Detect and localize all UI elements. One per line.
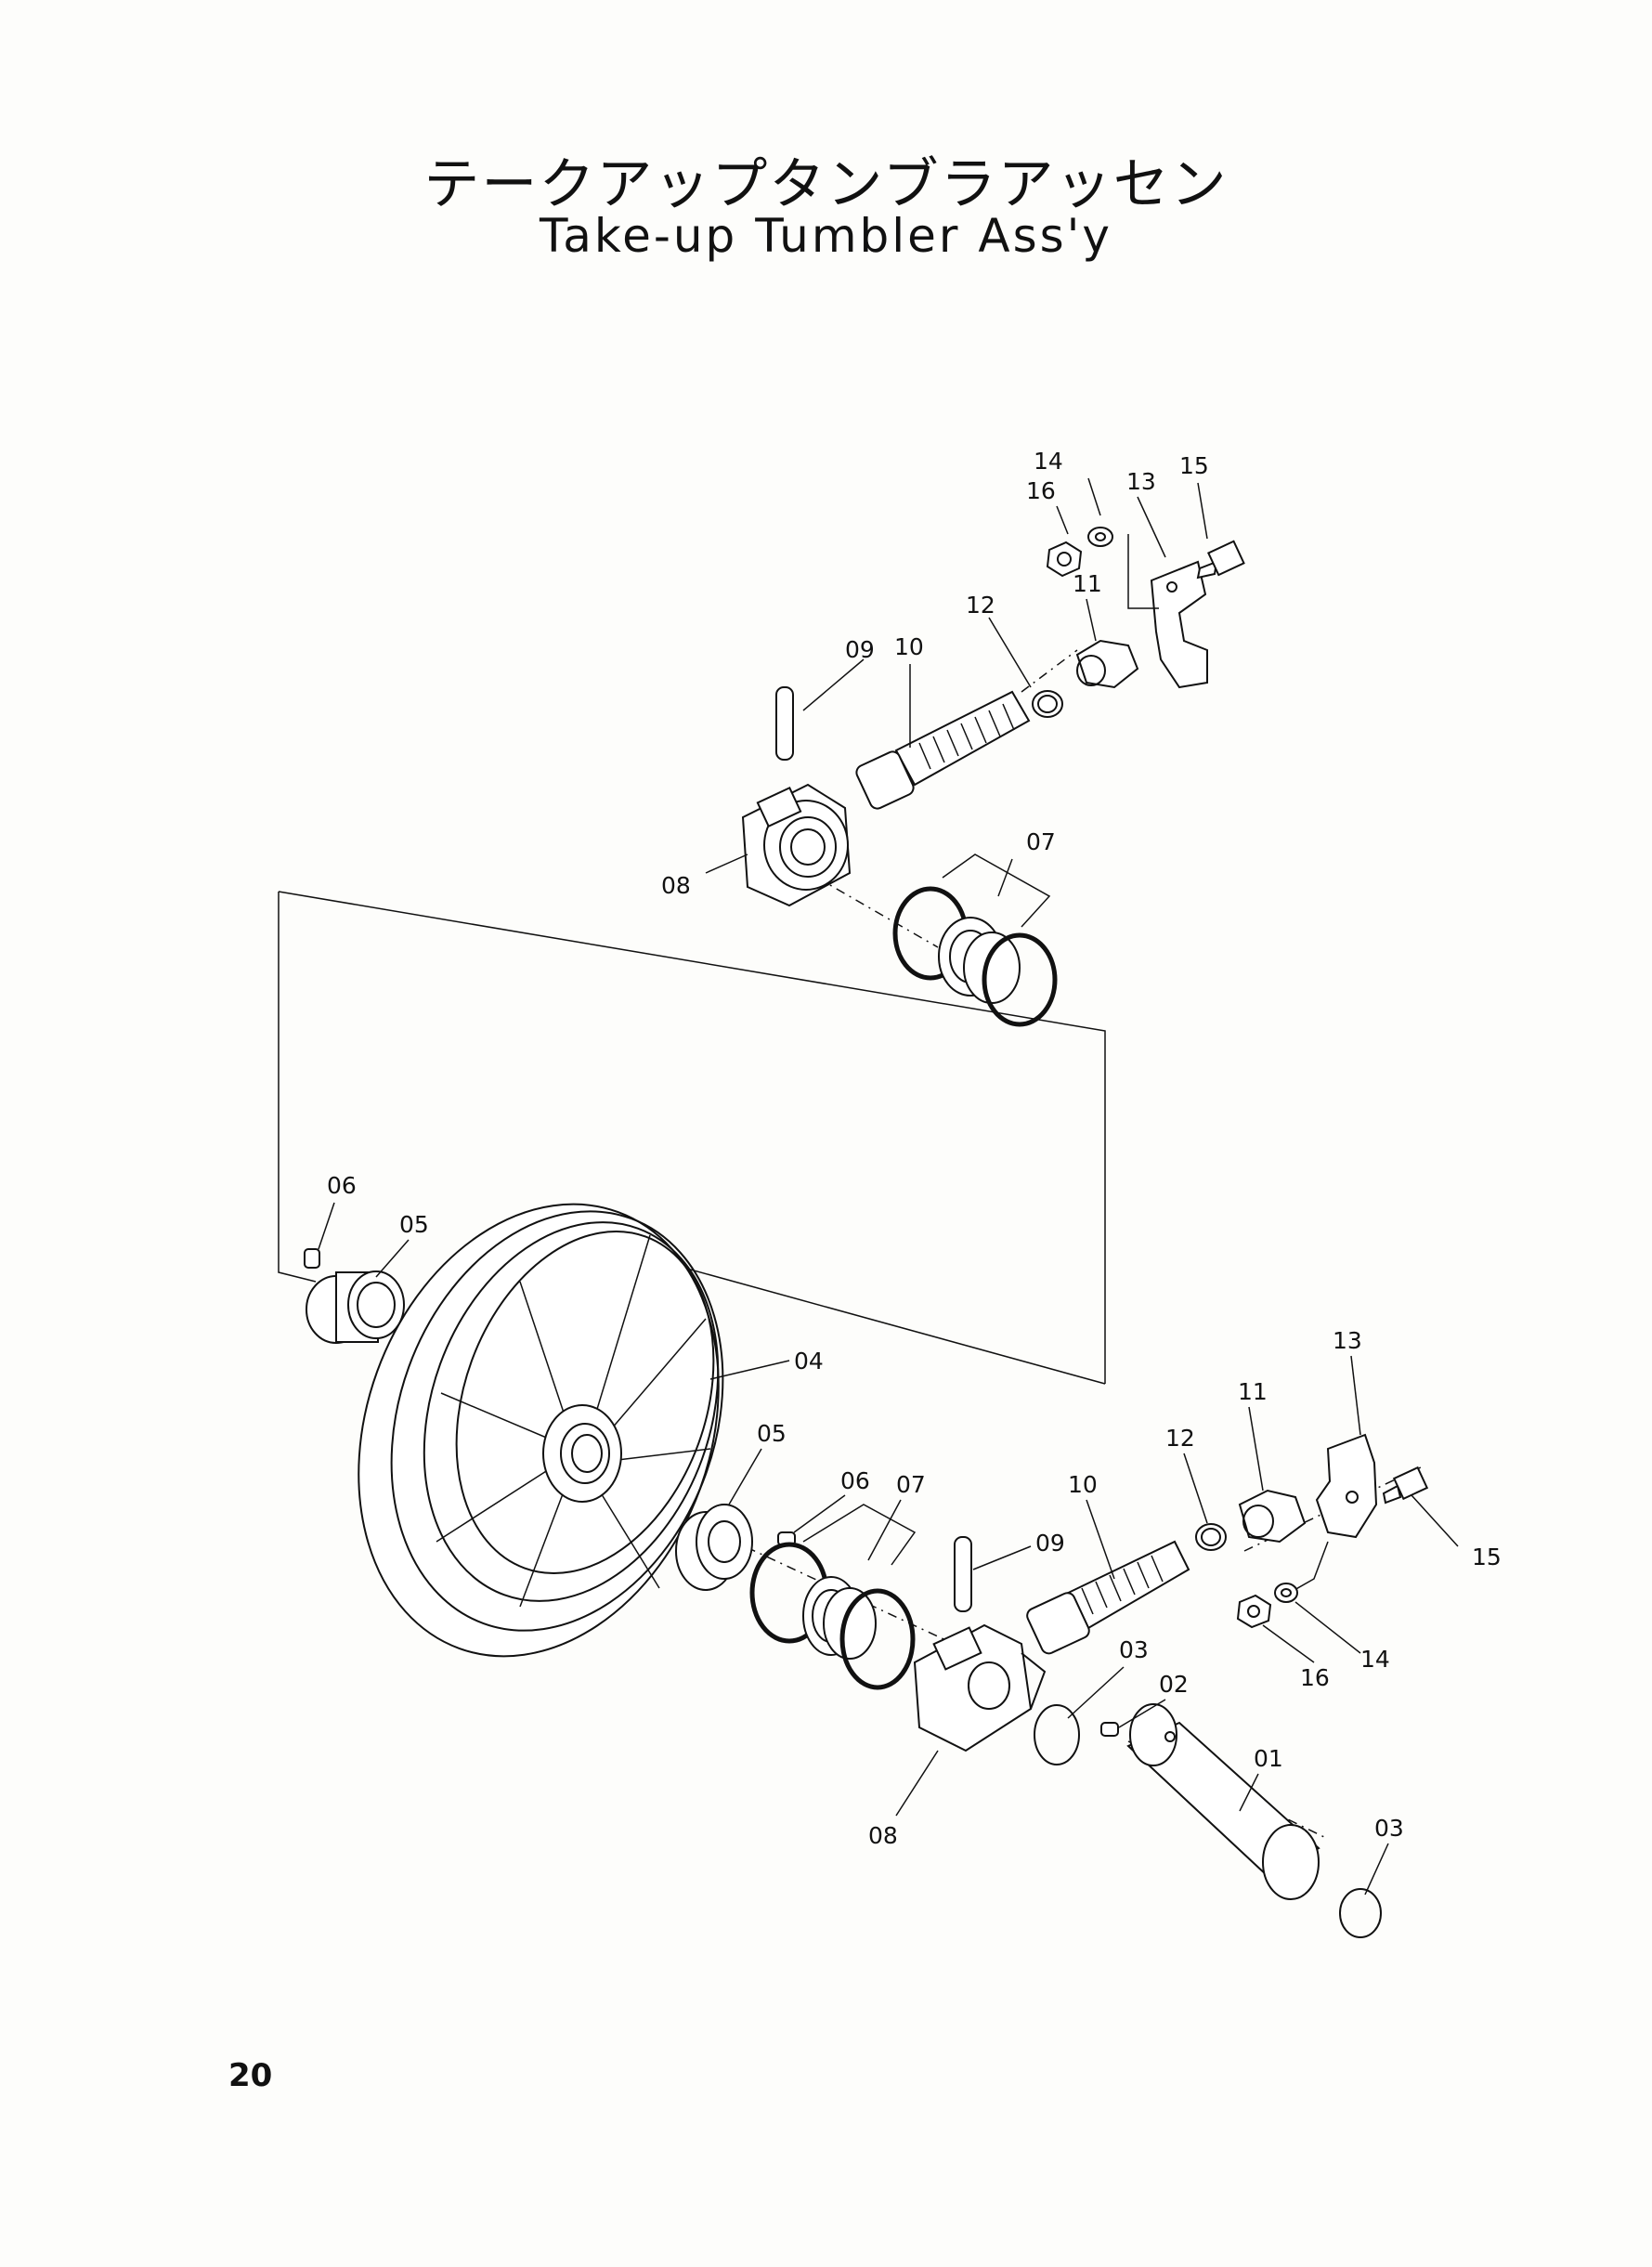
callout-06-right: 06: [840, 1467, 870, 1494]
callout-03-right: 03: [1374, 1815, 1404, 1842]
callout-02: 02: [1159, 1671, 1189, 1698]
callout-09-lower: 09: [1035, 1530, 1065, 1557]
assembly-outline: [278, 649, 1422, 1840]
callout-05-left: 05: [399, 1211, 429, 1238]
o-ring-left: [1034, 1704, 1080, 1765]
bearing-housing-lower: [913, 1623, 1047, 1752]
adjusting-screw-lower: [1026, 1540, 1190, 1655]
callout-labels: 14 16 13 15 11 12 09 10 07 08 06 05 04 0…: [327, 448, 1502, 1849]
callout-09-upper: 09: [845, 636, 875, 663]
callout-10-upper: 10: [894, 633, 924, 660]
bolt-upper: [1196, 540, 1245, 580]
callout-11-upper: 11: [1073, 570, 1102, 597]
spacer-ring-lower: [1195, 1523, 1227, 1551]
callout-08-lower: 08: [868, 1822, 898, 1849]
callout-03-left: 03: [1119, 1636, 1149, 1663]
bearing-housing-upper: [741, 783, 852, 907]
page-title-english: Take-up Tumbler Ass'y: [539, 209, 1113, 263]
lock-nut-upper: [1046, 541, 1083, 578]
callout-11-lower: 11: [1238, 1378, 1268, 1405]
callout-04: 04: [794, 1348, 824, 1375]
plug-left: [304, 1248, 320, 1269]
callout-10-lower: 10: [1068, 1471, 1098, 1498]
washer-lower: [1274, 1583, 1298, 1603]
callout-15-lower: 15: [1472, 1544, 1502, 1570]
lower-left-group: [304, 1248, 405, 1344]
callout-14-lower: 14: [1360, 1646, 1390, 1673]
callout-16-upper: 16: [1026, 477, 1056, 504]
callout-13-lower: 13: [1333, 1327, 1362, 1354]
collar-left: [306, 1270, 405, 1344]
callout-16-lower: 16: [1300, 1664, 1330, 1691]
lower-right-group: [675, 1433, 1429, 1938]
shaft: [1126, 1703, 1320, 1900]
bolt-lower: [1382, 1466, 1429, 1505]
o-ring-right: [1339, 1888, 1382, 1938]
spacer-ring-upper: [1032, 690, 1063, 718]
callout-13-upper: 13: [1126, 468, 1156, 495]
pin-lower: [954, 1536, 972, 1612]
callout-08-upper: 08: [661, 872, 691, 899]
collar-right: [675, 1504, 753, 1591]
callout-14-upper: 14: [1034, 448, 1063, 475]
callout-12-lower: 12: [1165, 1425, 1195, 1452]
pin-upper: [775, 686, 794, 761]
callout-15-upper: 15: [1179, 452, 1209, 479]
callout-01: 01: [1254, 1745, 1283, 1772]
idler-wheel: [358, 1203, 724, 1658]
callout-07-upper: 07: [1026, 828, 1056, 855]
adjusting-nut-upper: [1075, 639, 1139, 689]
leader-lines: [318, 477, 1459, 1896]
adjusting-nut-lower: [1238, 1489, 1307, 1544]
floating-seal-lower: [749, 1504, 917, 1690]
lock-plate-lower: [1315, 1433, 1378, 1539]
page-title-japanese: テークアップタンブラアッセン: [423, 152, 1229, 217]
upper-adjuster-group: [741, 527, 1245, 1027]
lock-plate-upper: [1150, 560, 1208, 689]
callout-07-lower: 07: [896, 1471, 926, 1498]
callout-12-upper: 12: [966, 592, 995, 619]
floating-seal-upper: [892, 853, 1058, 1027]
plug-shaft: [1100, 1722, 1119, 1737]
adjusting-screw-upper: [855, 690, 1031, 810]
callout-06-left: 06: [327, 1172, 357, 1199]
callout-05-right: 05: [757, 1420, 787, 1447]
washer-upper: [1087, 527, 1113, 547]
page-number: 20: [228, 2057, 273, 2094]
lock-nut-lower: [1236, 1594, 1272, 1629]
